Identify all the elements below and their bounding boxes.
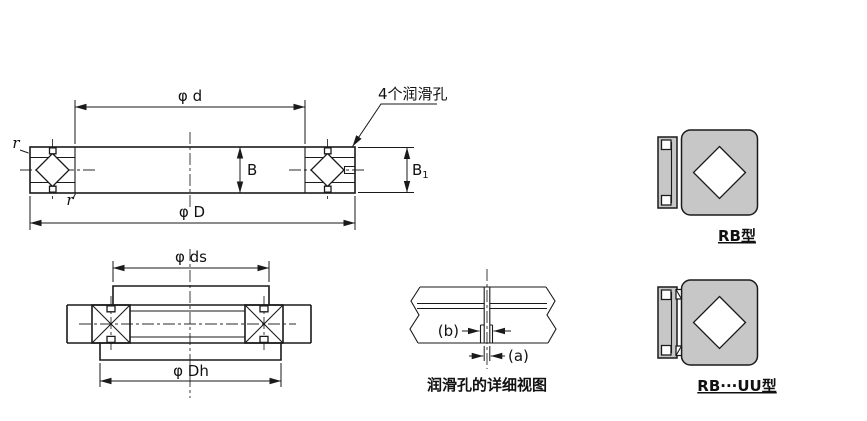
roller-spacer-marks xyxy=(106,305,269,344)
strip-retainer-marks xyxy=(660,139,672,206)
roller-diamond-left xyxy=(35,152,70,188)
dim-ds-label: φ ds xyxy=(175,248,207,266)
rb-uu-type-caption: RB···UU型 xyxy=(697,377,776,395)
rb-type-caption: RB型 xyxy=(718,227,756,245)
inner-ring-strip xyxy=(657,136,678,209)
rb-type-view: RB型 xyxy=(657,129,759,245)
band-outline xyxy=(418,286,548,344)
housing-band-outline xyxy=(66,304,312,344)
bearing-body-outline xyxy=(29,146,356,194)
rb-uu-type-view: RB···UU型 xyxy=(657,279,777,395)
dim-B1-label: B1 xyxy=(412,161,429,181)
dim-b-label: (b) xyxy=(438,322,459,340)
dim-ext-lines-ds xyxy=(112,261,270,282)
mounted-section-view: φ ds φ Dh xyxy=(66,248,312,398)
inner-ring-strip xyxy=(657,286,678,359)
lube-hole-section-lines xyxy=(479,287,494,343)
seal-lip-lines xyxy=(675,289,682,356)
detail-caption: 润滑孔的详细视图 xyxy=(427,376,547,394)
strip-retainer-marks xyxy=(660,289,672,356)
main-section-view: φ d φ D B B1 4个润滑孔 r r xyxy=(12,85,448,230)
fillet-r-label-bottom: r xyxy=(66,191,74,209)
fillet-r-leader-top xyxy=(19,149,29,154)
ring-boundary-lines xyxy=(130,310,245,338)
lube-note-leader xyxy=(352,103,437,147)
band-mid-lines xyxy=(417,302,547,310)
fillet-r-label-top: r xyxy=(12,134,20,152)
roller-spacer-marks xyxy=(48,147,332,193)
lube-note-label: 4个润滑孔 xyxy=(378,85,448,103)
dim-a-ext-lines xyxy=(483,346,491,361)
dim-ext-lines-B1 xyxy=(358,147,414,193)
lube-hole-detail-view: (b) (a) 润滑孔的详细视图 xyxy=(409,269,557,394)
dim-d-label: φ d xyxy=(178,87,202,105)
dim-B1-base: B xyxy=(412,161,422,179)
bore-edge-lines xyxy=(74,147,306,193)
roller-diamond-right xyxy=(310,152,345,188)
dim-D-label: φ D xyxy=(179,203,205,221)
roller-cross-lines xyxy=(91,304,284,344)
dim-a-label: (a) xyxy=(508,347,529,365)
fillet-r-leader-bottom xyxy=(72,193,76,200)
break-line-left xyxy=(409,286,421,344)
base-plate-outline xyxy=(99,343,282,361)
clamp-plate-outline xyxy=(112,285,270,305)
dim-B-label: B xyxy=(247,161,257,179)
roller-diamond xyxy=(692,145,747,200)
roller-diamond xyxy=(692,295,747,350)
dim-B1-subscript: 1 xyxy=(422,170,428,181)
lubrication-hole xyxy=(343,165,355,175)
break-line-right xyxy=(545,286,557,344)
dim-Dh-label: φ Dh xyxy=(173,362,209,380)
